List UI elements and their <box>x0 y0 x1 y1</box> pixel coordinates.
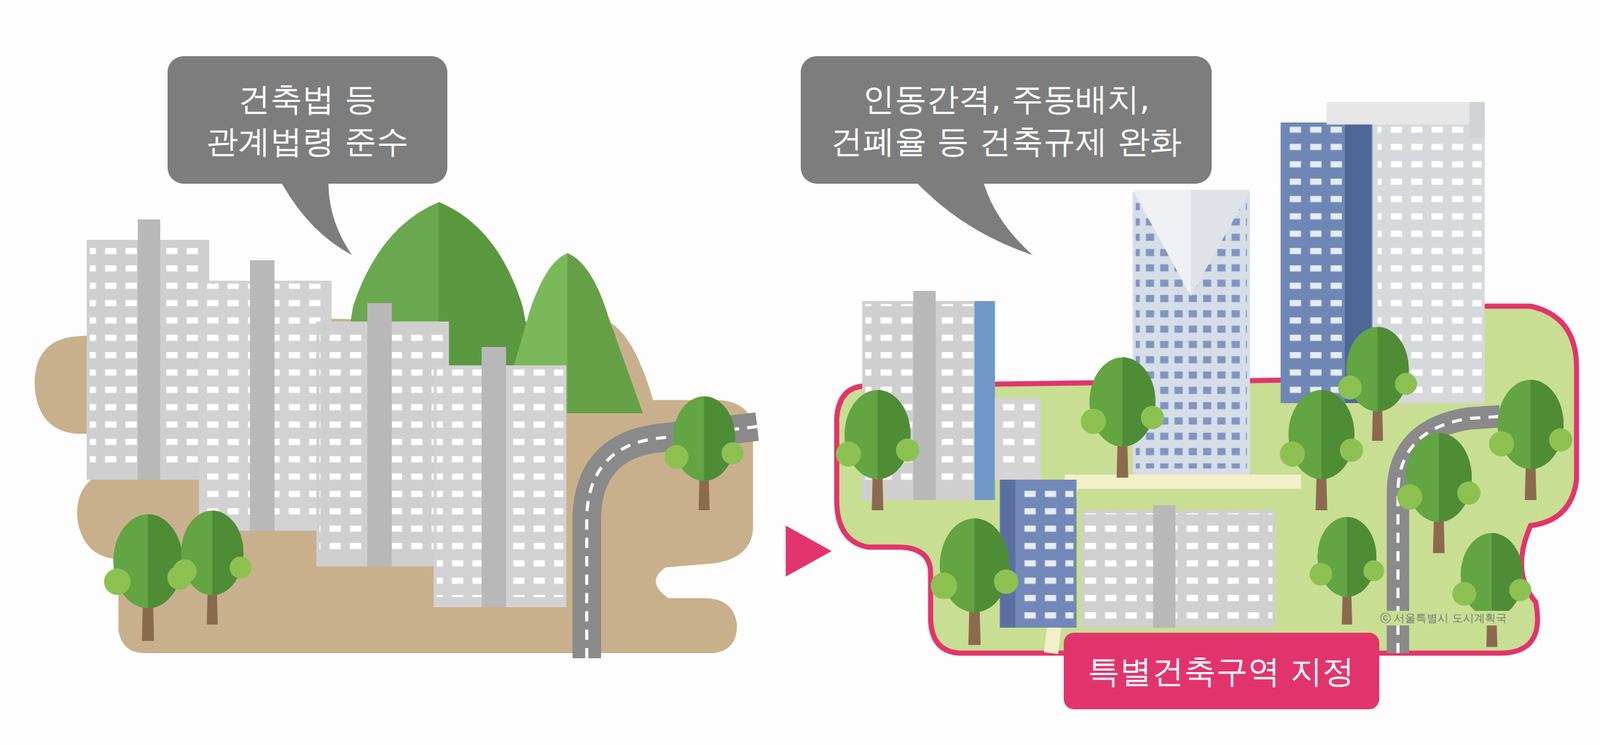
building-core <box>481 346 507 607</box>
tower-cap <box>1326 102 1485 125</box>
mountain-shade <box>567 252 644 414</box>
building <box>1081 510 1276 628</box>
zone-label: 특별건축구역 지정 <box>1063 632 1380 709</box>
walkway <box>1051 481 1302 653</box>
bubble-tail <box>910 175 1033 256</box>
tree <box>664 396 744 511</box>
tree <box>1397 432 1481 554</box>
node-text: 건축법 등 관계법령 준수 <box>187 77 427 162</box>
building-core <box>137 219 161 480</box>
node-text: 인동간격, 주동배치, 건폐율 등 건축규제 완화 <box>821 77 1192 162</box>
building <box>994 397 1041 480</box>
tree <box>1489 379 1573 500</box>
tower-cap <box>1469 102 1485 138</box>
building-core <box>912 290 936 500</box>
building <box>1000 479 1077 628</box>
tree <box>1309 516 1384 625</box>
tower-top-shade <box>1190 189 1250 296</box>
tree <box>172 510 252 625</box>
tree <box>1452 532 1531 647</box>
building-windows <box>996 400 1039 474</box>
tree <box>1080 357 1164 478</box>
speech-bubble: 인동간격, 주동배치, 건폐율 등 건축규제 완화 <box>800 56 1212 184</box>
speech-bubble: 건축법 등 관계법령 준수 <box>167 56 448 184</box>
tree <box>930 518 1018 645</box>
building-core <box>1153 504 1176 628</box>
building-stripe <box>974 300 995 500</box>
building-windows <box>1084 512 1273 620</box>
node-text: 특별건축구역 지정 <box>1087 649 1355 692</box>
building-core <box>367 303 392 567</box>
bubble-tail <box>277 175 352 256</box>
watermark: ⓒ 서울특별시 도시계획국 <box>1377 610 1511 626</box>
transition-arrow <box>785 525 832 577</box>
building-windows <box>1016 483 1074 623</box>
building-core <box>249 260 275 531</box>
tree <box>1279 389 1363 511</box>
tree <box>835 389 919 511</box>
tower-top <box>1132 189 1251 296</box>
tower-windows <box>1283 126 1343 398</box>
